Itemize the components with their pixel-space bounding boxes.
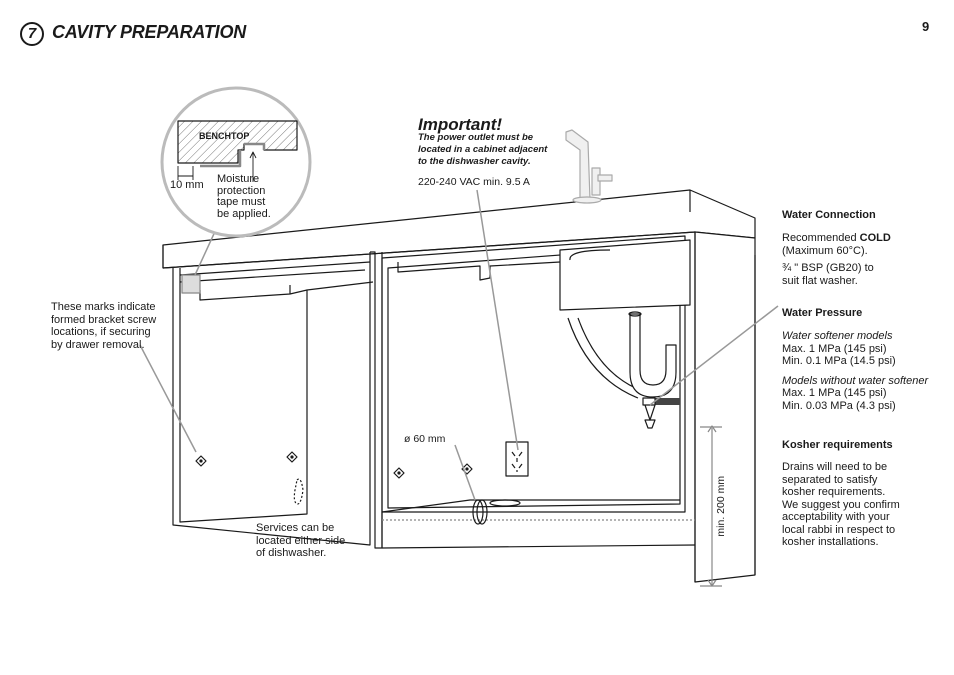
dishwasher-cavity xyxy=(370,235,696,549)
tap xyxy=(565,129,613,204)
important-heading: Important! xyxy=(418,115,503,134)
min-height-dimension xyxy=(700,425,722,587)
benchtop-detail-inset xyxy=(160,86,312,238)
moisture-note: Moisture protection tape must be applied… xyxy=(217,173,271,220)
gap-label: 10 mm xyxy=(170,179,204,191)
water-pressure-heading: Water Pressure xyxy=(782,307,863,319)
voltage-spec: 220-240 VAC min. 9.5 A xyxy=(418,176,530,188)
services-note: Services can be located either side of d… xyxy=(256,522,346,559)
section-number-badge: 7 xyxy=(20,22,44,46)
water-connection-heading: Water Connection xyxy=(782,209,876,221)
sink-and-waste xyxy=(559,239,691,429)
bracket-screw-marks xyxy=(195,451,473,479)
leader-lines xyxy=(139,189,779,501)
important-note: The power outlet must be located in a ca… xyxy=(418,132,548,167)
benchtop-label: BENCHTOP xyxy=(199,131,250,141)
kosher-heading: Kosher requirements xyxy=(782,439,893,451)
bracket-marks-note: These marks indicate formed bracket scre… xyxy=(51,301,157,351)
page-title: CAVITY PREPARATION xyxy=(52,22,247,42)
left-cabinet xyxy=(172,252,374,546)
min-height-label: min. 200 mm xyxy=(714,475,727,537)
water-connection-text: Recommended COLD (Maximum 60°C). ¾ " BSP… xyxy=(782,232,891,287)
page-number: 9 xyxy=(922,19,930,34)
kosher-text: Drains will need to be separated to sati… xyxy=(782,461,900,548)
hole-diameter-label: ø 60 mm xyxy=(404,433,446,445)
water-pressure-text: Water softener models Max. 1 MPa (145 ps… xyxy=(782,330,929,412)
power-outlet xyxy=(505,441,529,477)
